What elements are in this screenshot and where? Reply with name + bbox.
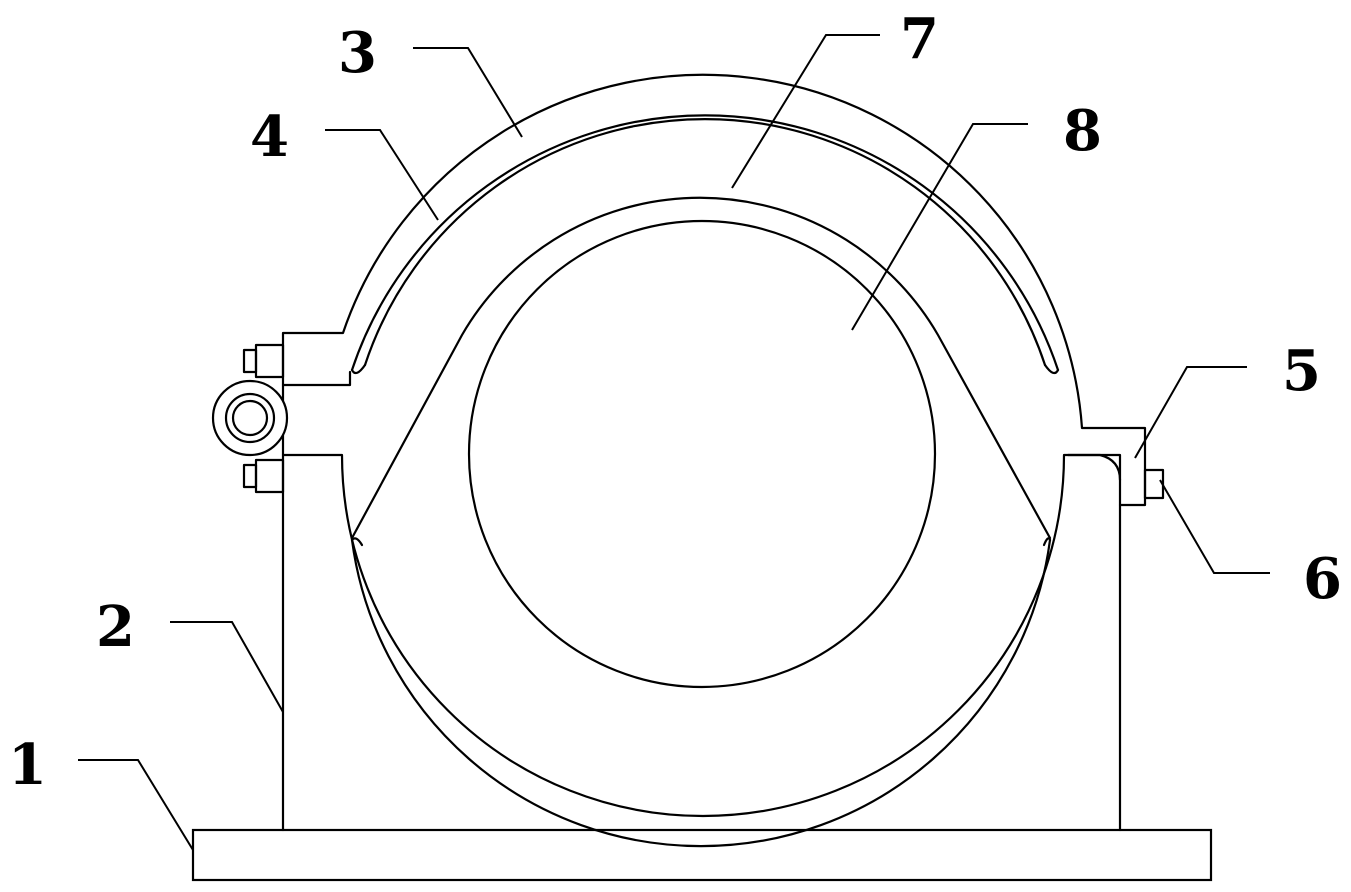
right-lug-corner <box>1066 453 1122 482</box>
lower-liner-end-right <box>1042 537 1052 547</box>
upper-clamp-left-step <box>281 370 352 387</box>
label-3: 3 <box>338 20 377 86</box>
leader-4 <box>325 129 439 221</box>
label-1: 1 <box>8 732 47 798</box>
label-4: 4 <box>250 104 289 170</box>
leader-8 <box>851 123 1028 331</box>
left-bolt-top-head <box>254 343 285 379</box>
right-bolt <box>1143 468 1165 500</box>
upper-liner-end-left <box>350 363 367 375</box>
upper-inner-liner-outer <box>350 114 1060 372</box>
leader-7 <box>731 34 880 189</box>
upper-inner-liner <box>363 118 1047 367</box>
leader-1 <box>78 759 194 851</box>
pipe-circle <box>467 219 937 689</box>
upper-liner-end-right <box>1043 363 1060 375</box>
leader-6 <box>1159 479 1270 574</box>
leader-5 <box>1134 366 1247 459</box>
label-8: 8 <box>1063 98 1102 164</box>
hinge-ring-icon <box>224 392 276 444</box>
left-bolt-bottom-nut <box>242 463 258 489</box>
hinge-outer-icon <box>211 379 289 457</box>
leader-2 <box>170 621 284 713</box>
leader-3 <box>413 47 523 138</box>
left-bolt-top-nut <box>242 348 258 374</box>
label-7: 7 <box>900 6 939 72</box>
left-bolt-bottom-head <box>254 458 285 494</box>
upper-clamp-shell <box>281 73 1147 507</box>
label-6: 6 <box>1303 546 1342 612</box>
label-2: 2 <box>96 594 135 660</box>
lower-liner-end-left <box>350 537 364 547</box>
label-5: 5 <box>1282 338 1321 404</box>
lower-inner-liner <box>350 538 1052 848</box>
base-plate <box>191 828 1213 882</box>
collar-wedge <box>350 196 1052 540</box>
hinge-pin-icon <box>231 399 269 437</box>
lower-support-block <box>281 453 1122 832</box>
